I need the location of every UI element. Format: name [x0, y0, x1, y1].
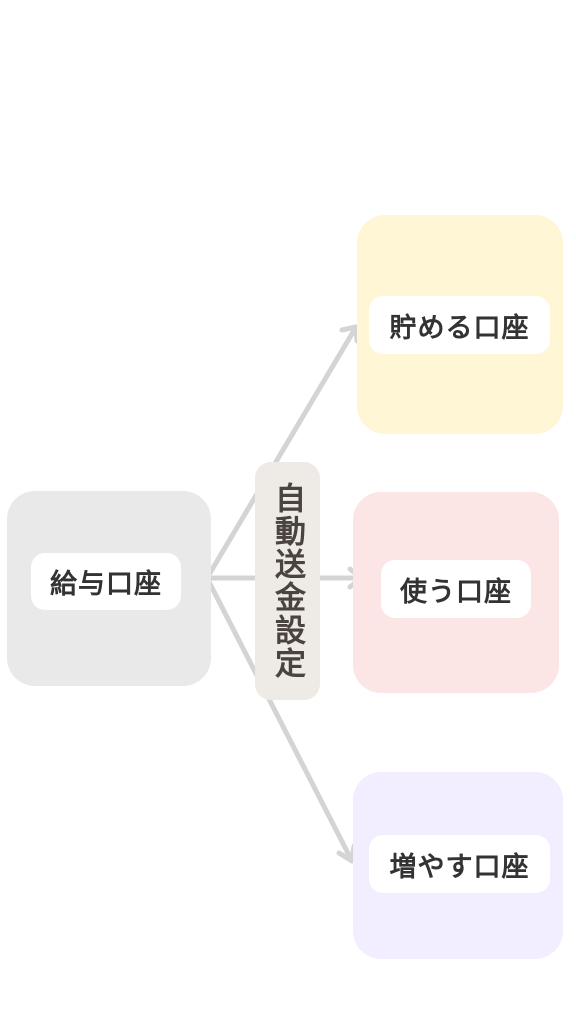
save-label: 貯める口座 — [369, 296, 550, 354]
arrow-to-grow — [204, 575, 355, 864]
use-label: 使う口座 — [381, 560, 531, 618]
arrow-to-save — [204, 324, 359, 581]
grow-label: 増やす口座 — [369, 835, 550, 893]
connector-label: 自動送金設定 — [269, 482, 305, 680]
arrowhead-save-icon — [339, 324, 360, 344]
source-label: 給与口座 — [31, 553, 181, 610]
connector-node: 自動送金設定 — [255, 462, 320, 700]
